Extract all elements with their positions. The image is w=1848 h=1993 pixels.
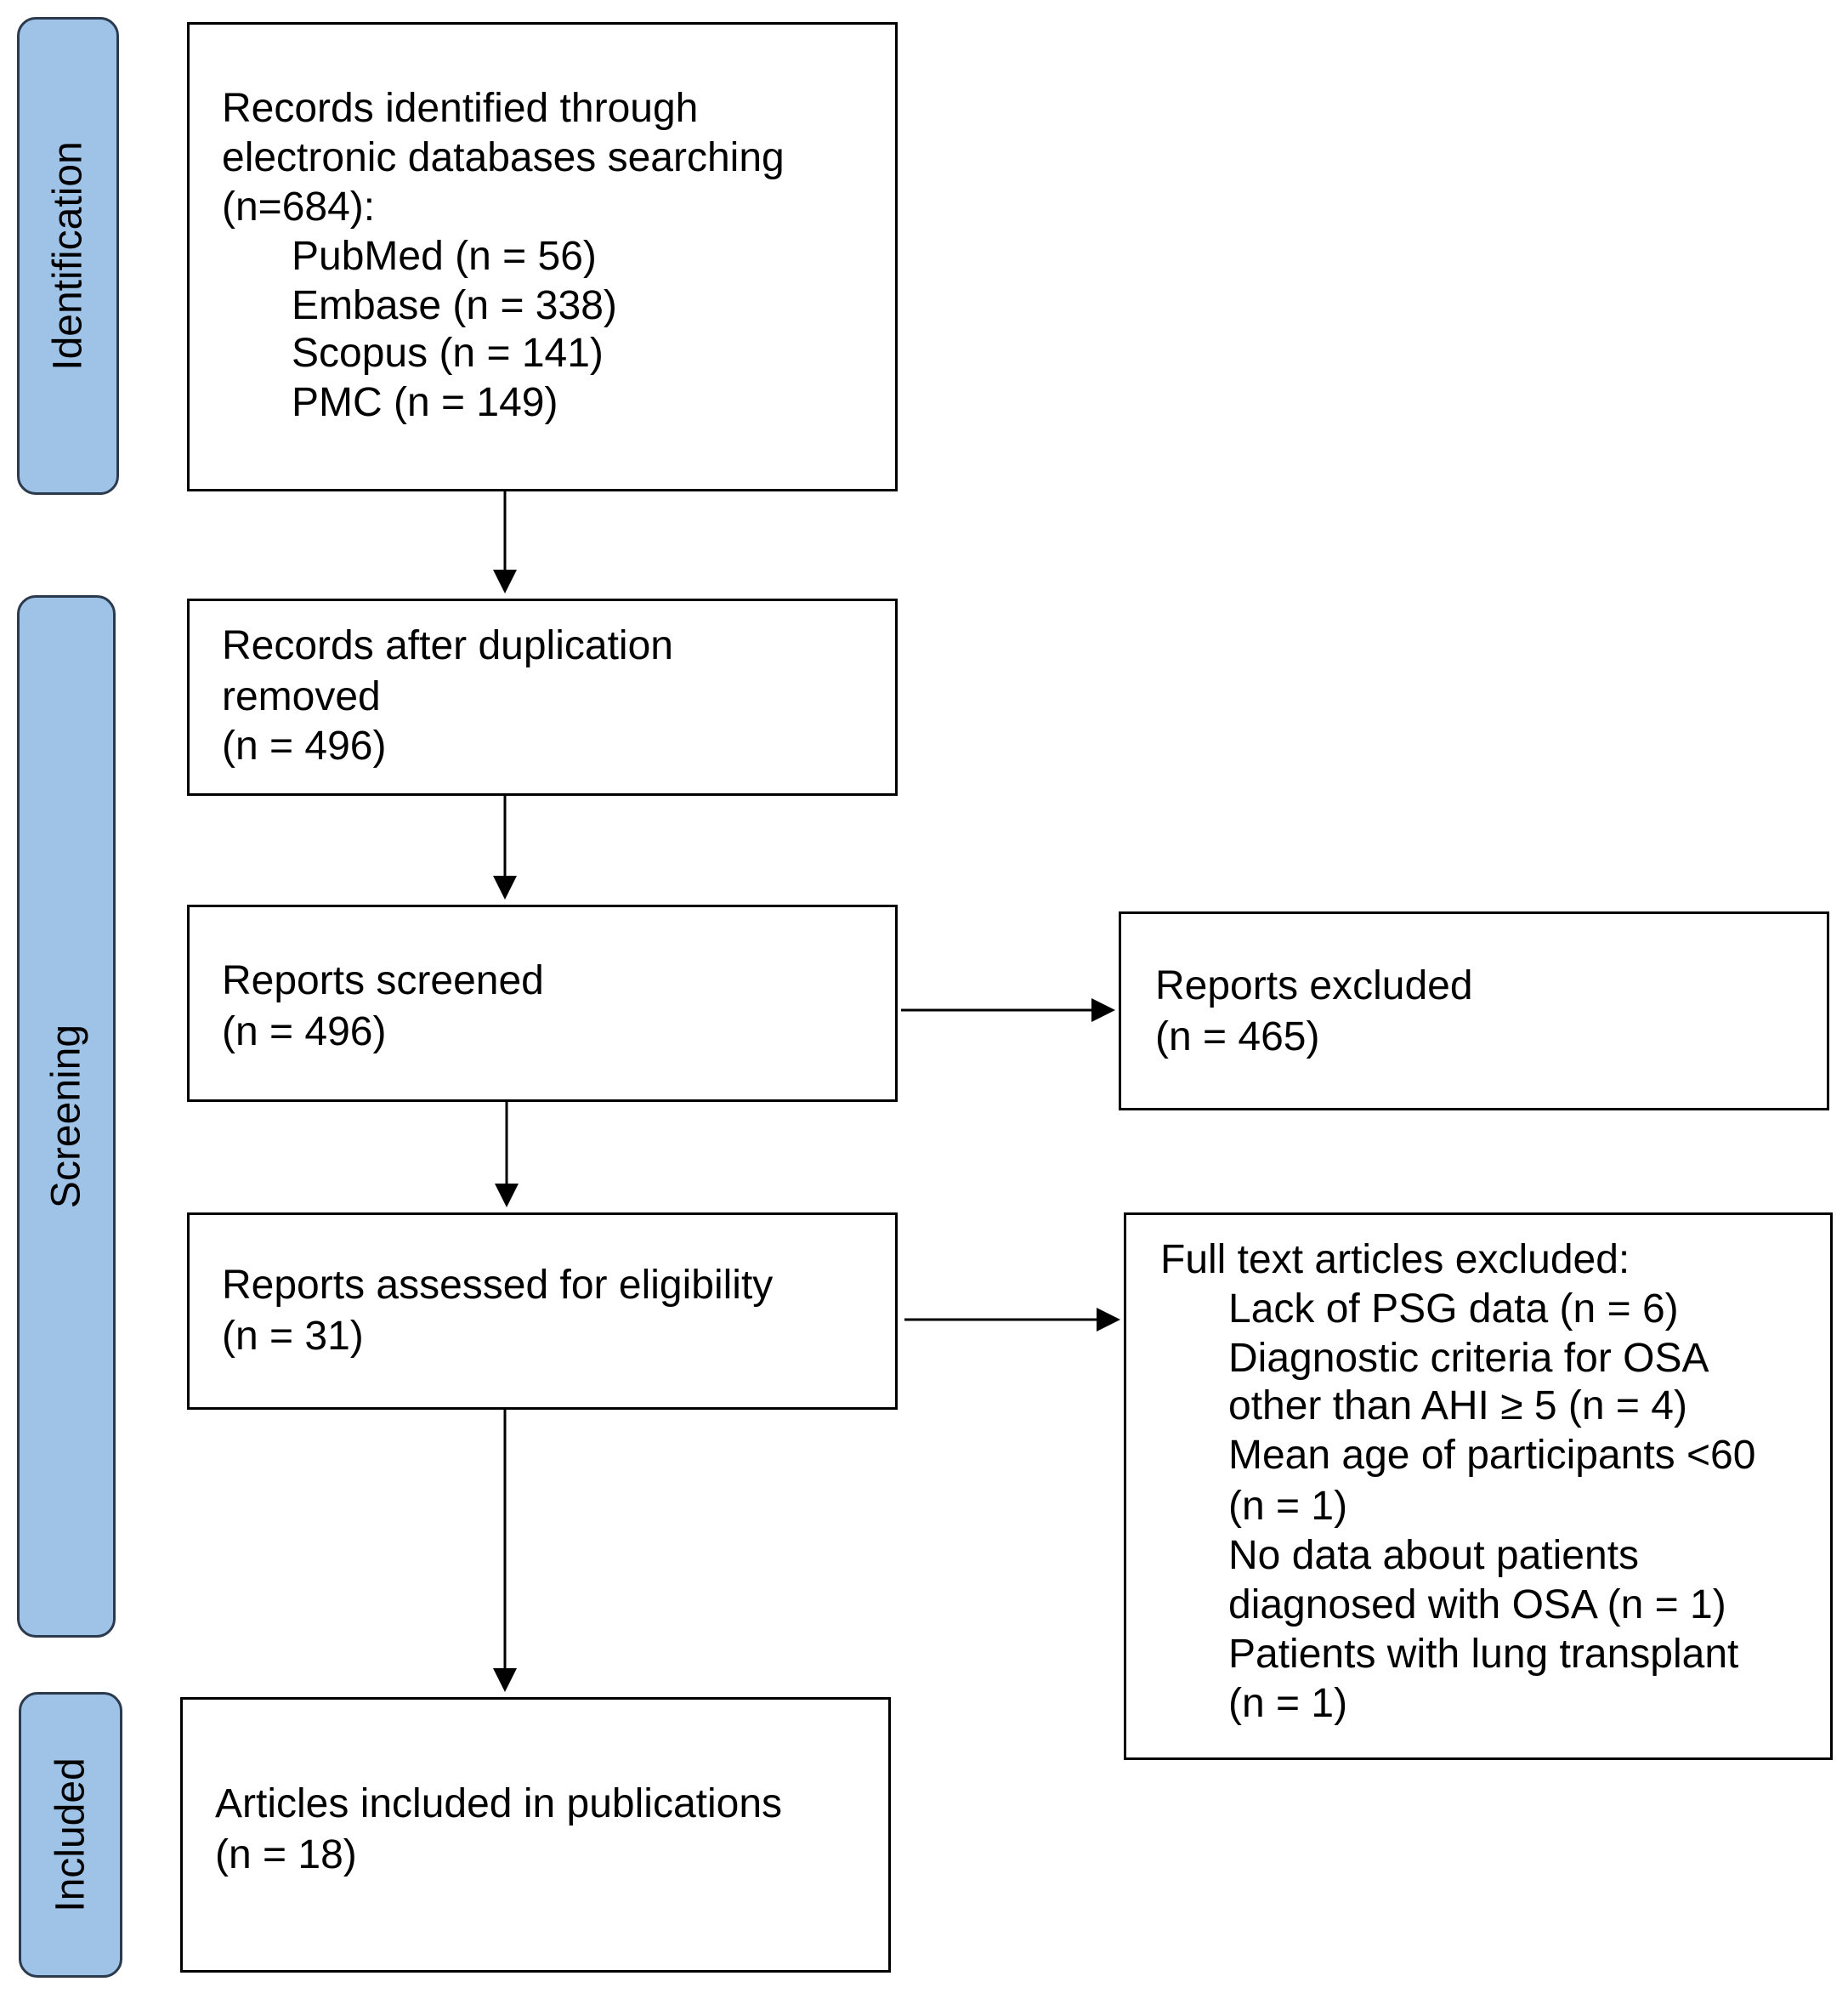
source-pubmed: PubMed (n = 56) (292, 234, 597, 279)
box-text-line: electronic databases searching (222, 135, 785, 180)
source-embase: Embase (n = 338) (292, 283, 617, 328)
arrowhead (1091, 998, 1115, 1022)
fulltext-excluded-title: Full text articles excluded: (1160, 1237, 1630, 1282)
articles-included-box: Articles included in publications (n = 1… (180, 1697, 891, 1973)
exclusion-reason: No data about patients (1228, 1533, 1640, 1578)
stage-identification: Identification (17, 17, 119, 495)
source-pmc: PMC (n = 149) (292, 380, 558, 425)
exclusion-reason: (n = 1) (1228, 1484, 1348, 1529)
box-text-line: Reports assessed for eligibility (222, 1263, 774, 1308)
box-text-line: Records after duplication (222, 623, 673, 668)
box-text-line: Records identified through (222, 86, 699, 131)
arrowhead (493, 570, 517, 593)
box-text-line: removed (222, 674, 381, 719)
reports-excluded-box: Reports excluded (n = 465) (1119, 911, 1829, 1110)
arrowhead (493, 1668, 517, 1692)
box-text-line: (n = 18) (215, 1832, 357, 1877)
box-text-line: (n = 31) (222, 1314, 364, 1359)
box-text-line: Reports screened (222, 958, 544, 1003)
exclusion-reason: Lack of PSG data (n = 6) (1228, 1286, 1679, 1332)
reports-eligibility-box: Reports assessed for eligibility (n = 31… (187, 1212, 898, 1410)
arrowhead (493, 876, 517, 900)
records-deduplicated-box: Records after duplication removed (n = 4… (187, 599, 898, 796)
box-text-line: (n = 496) (222, 1009, 387, 1054)
box-text-line: Articles included in publications (215, 1781, 783, 1826)
reports-screened-box: Reports screened (n = 496) (187, 905, 898, 1102)
box-text-line: (n = 496) (222, 724, 387, 769)
exclusion-reason: (n = 1) (1228, 1681, 1348, 1726)
exclusion-reason: Diagnostic criteria for OSA (1228, 1336, 1709, 1381)
records-identified-box: Records identified through electronic da… (187, 22, 898, 491)
exclusion-reason: Patients with lung transplant (1228, 1632, 1739, 1677)
box-text-line: (n = 465) (1155, 1014, 1320, 1059)
box-text-line: (n=684): (222, 185, 376, 230)
arrowhead (1097, 1308, 1120, 1332)
stage-included: Included (19, 1692, 122, 1978)
exclusion-reason: Mean age of participants <60 (1228, 1433, 1756, 1478)
stage-screening: Screening (17, 595, 116, 1638)
fulltext-excluded-box: Full text articles excluded: Lack of PSG… (1124, 1212, 1833, 1760)
exclusion-reason: diagnosed with OSA (n = 1) (1228, 1582, 1726, 1627)
exclusion-reason: other than AHI ≥ 5 (n = 4) (1228, 1383, 1687, 1428)
box-text-line: Reports excluded (1155, 963, 1473, 1008)
arrowhead (495, 1184, 519, 1207)
source-scopus: Scopus (n = 141) (292, 331, 604, 376)
